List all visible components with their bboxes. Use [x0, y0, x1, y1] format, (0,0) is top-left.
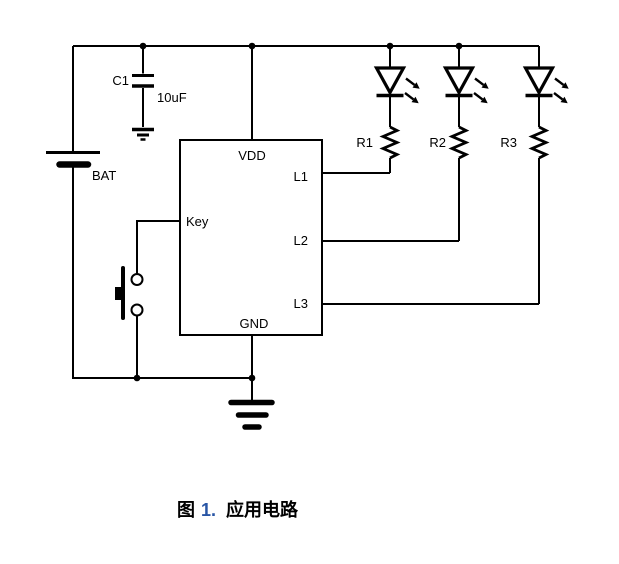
ic-pin-l3-label: L3	[294, 296, 308, 311]
resistor-r3-label: R3	[500, 135, 517, 150]
capacitor-value-label: 10uF	[157, 90, 187, 105]
resistor-r1-label: R1	[356, 135, 373, 150]
ic-pin-gnd-label: GND	[240, 316, 269, 331]
ic-pin-vdd-label: VDD	[238, 148, 265, 163]
led-1	[373, 46, 420, 127]
battery-label: BAT	[92, 168, 116, 183]
junction-dot	[248, 374, 256, 382]
figure-number: 1.	[201, 500, 217, 520]
ic-body	[179, 139, 323, 336]
resistor-r1	[379, 125, 401, 173]
ic-block: VDD L1 Key L2 L3 GND	[179, 139, 323, 336]
ground-net	[228, 335, 275, 430]
button-terminal-bottom	[130, 303, 144, 317]
junction-dot	[133, 374, 141, 382]
led-2-light-arrows-icon	[473, 77, 489, 104]
led-2-diode-triangle	[442, 66, 476, 96]
capacitor-ref-label: C1	[112, 73, 129, 88]
ic-pin-l1-label: L1	[294, 169, 308, 184]
led-1-diode-triangle	[373, 66, 407, 96]
push-button	[115, 220, 180, 378]
button-cap	[115, 287, 123, 300]
junction-dot	[139, 42, 147, 50]
led-2	[442, 46, 489, 127]
resistor-r2-label: R2	[429, 135, 446, 150]
resistor-r3	[528, 125, 550, 304]
figure-caption: 图 1. 应用电路	[177, 499, 298, 522]
button-terminal-top	[130, 273, 144, 286]
key-wire	[136, 220, 180, 274]
battery-bottom-rail-wire	[72, 167, 252, 379]
figure-caption-prefix: 图	[177, 500, 195, 520]
junction-dot	[248, 42, 256, 50]
figure-caption-title: 应用电路	[226, 500, 299, 520]
junction-dot	[455, 42, 463, 50]
led-3-diode-triangle	[522, 66, 556, 96]
capacitor-c1: C1 10uF	[112, 46, 187, 141]
junction-dot	[386, 42, 394, 50]
led-3-light-arrows-icon	[553, 77, 569, 104]
resistor-r2	[448, 125, 470, 241]
ground-icon	[228, 399, 275, 430]
battery: BAT	[46, 46, 252, 379]
junction-dots	[133, 42, 463, 382]
led-3	[522, 46, 569, 127]
led-1-light-arrows-icon	[404, 77, 420, 104]
ic-pin-key-label: Key	[186, 214, 209, 229]
capacitor-ground-icon	[132, 127, 154, 141]
ic-pin-l2-label: L2	[294, 233, 308, 248]
